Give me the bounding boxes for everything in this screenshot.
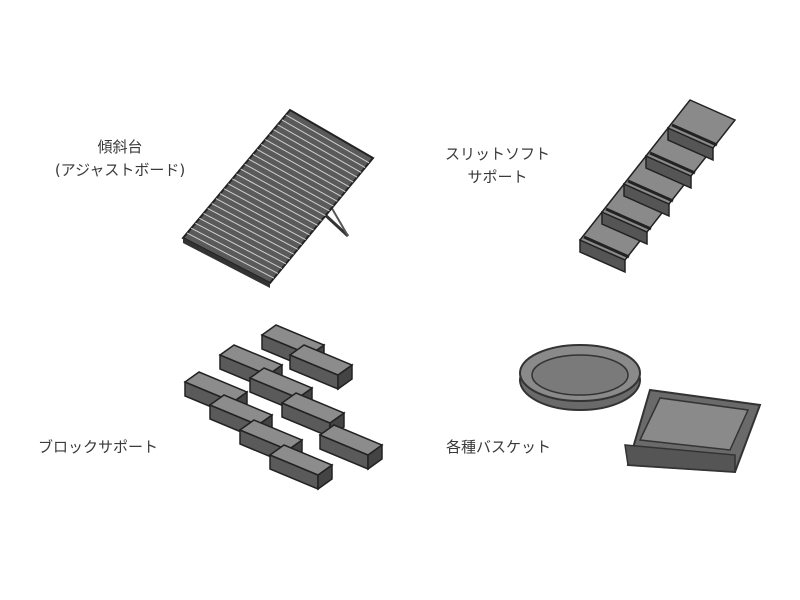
incline-board-label: 傾斜台 (アジャストボード)	[40, 136, 200, 182]
slit-soft-support-subtitle: サポート	[467, 168, 528, 186]
incline-board-illustration	[181, 108, 375, 288]
block-support-illustration	[183, 324, 384, 491]
slit-soft-support-label: スリットソフト サポート	[420, 143, 575, 189]
incline-board-title: 傾斜台	[97, 138, 143, 156]
incline-board-subtitle: (アジャストボード)	[54, 161, 186, 179]
basket-illustration	[519, 344, 762, 474]
slit-soft-support-illustration	[578, 99, 737, 274]
slit-soft-support-title: スリットソフト	[444, 145, 550, 163]
block-support-label: ブロックサポート	[38, 438, 159, 456]
basket-label: 各種バスケット	[446, 438, 552, 456]
